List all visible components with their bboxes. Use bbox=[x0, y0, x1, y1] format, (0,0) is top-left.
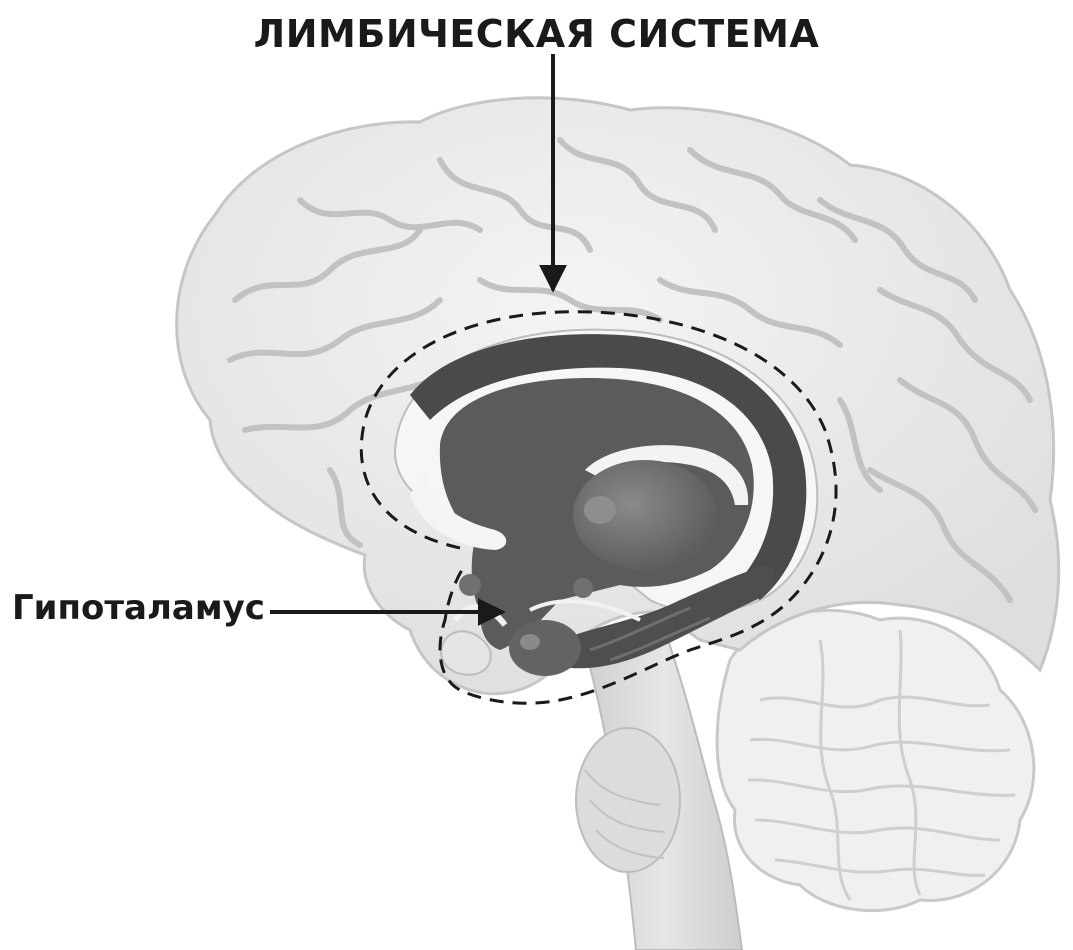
mammillary-body bbox=[459, 574, 481, 596]
amygdala bbox=[509, 620, 581, 676]
hypothalamus-label: Гипоталамус bbox=[12, 588, 265, 628]
cerebellum bbox=[717, 610, 1034, 910]
limbic-system-label: ЛИМБИЧЕСКАЯ СИСТЕМА bbox=[0, 12, 1073, 56]
